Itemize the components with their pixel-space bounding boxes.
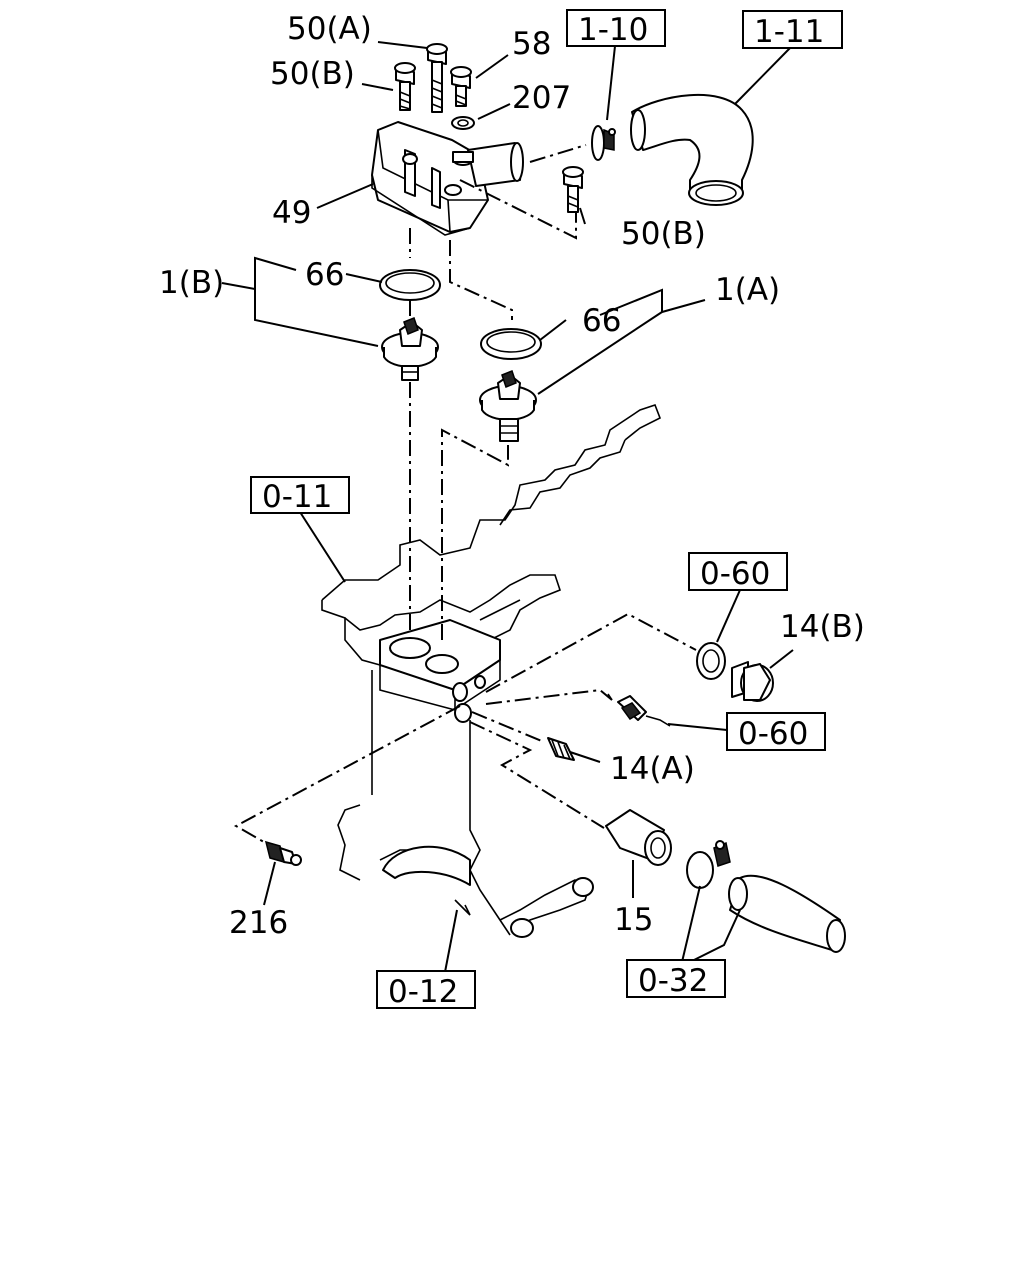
ref-0-11-text: 0-11 (262, 479, 332, 515)
thermostat-housing (371, 121, 524, 236)
plug-14a (547, 737, 575, 761)
label-washer-207: 207 (512, 80, 571, 116)
ref-1-11-text: 1-11 (754, 14, 824, 50)
assembly-lines (233, 144, 697, 843)
ref-box-0-60-top[interactable]: 0-60 (688, 552, 788, 592)
label-plug-14b: 14(B) (780, 609, 865, 645)
clamp-0-32 (686, 840, 731, 889)
bolt-50a (426, 43, 448, 113)
ref-box-0-60-bottom[interactable]: 0-60 (726, 712, 826, 752)
bolt-50b-top (394, 62, 416, 111)
cylinder-head-block (321, 403, 662, 938)
washer-207 (451, 116, 475, 130)
sensor-216 (264, 840, 302, 866)
thermostat-1a (479, 370, 537, 442)
label-sensor-216: 216 (229, 905, 288, 941)
label-housing-49: 49 (272, 195, 311, 231)
ref-box-0-11[interactable]: 0-11 (250, 476, 350, 515)
hose-0-32 (728, 874, 846, 953)
ref-0-60-bottom-text: 0-60 (738, 716, 808, 752)
label-gasket-66-right: 66 (582, 303, 621, 339)
washer-0-60 (696, 642, 726, 680)
label-bolt-50b-top: 50(B) (270, 56, 355, 92)
ref-0-60-top-text: 0-60 (700, 556, 770, 592)
hose-elbow (630, 93, 754, 206)
bolt-50b-side (562, 166, 584, 213)
gasket-66-right (480, 328, 542, 360)
ref-box-0-12[interactable]: 0-12 (376, 970, 476, 1010)
hose-clamp (591, 125, 616, 161)
ref-1-10-text: 1-10 (578, 12, 648, 48)
bolt-58 (450, 66, 472, 107)
label-thermostat-1b: 1(B) (159, 265, 224, 301)
label-bolt-50b-side: 50(B) (621, 216, 706, 252)
label-plug-14a: 14(A) (610, 751, 695, 787)
label-bolt-50a: 50(A) (287, 11, 372, 47)
gasket-66-left (379, 269, 441, 301)
ref-0-32-text: 0-32 (638, 963, 708, 999)
ref-box-1-11[interactable]: 1-11 (742, 10, 843, 50)
plug-14b (731, 661, 774, 702)
part-labels: 50(A) 50(B) 58 207 49 50(B) 66 66 1(B) 1… (159, 11, 865, 941)
label-thermostat-1a: 1(A) (715, 272, 780, 308)
leader-lines (221, 41, 794, 973)
label-bolt-58: 58 (512, 26, 551, 62)
temperature-sensor (607, 693, 671, 727)
ref-0-12-text: 0-12 (388, 974, 458, 1010)
ref-box-0-32[interactable]: 0-32 (626, 959, 726, 999)
ref-box-1-10[interactable]: 1-10 (566, 9, 666, 48)
label-pipe-15: 15 (614, 902, 653, 938)
label-gasket-66-left: 66 (305, 257, 344, 293)
water-pipe-15 (605, 809, 672, 866)
thermostat-1b (381, 317, 439, 381)
